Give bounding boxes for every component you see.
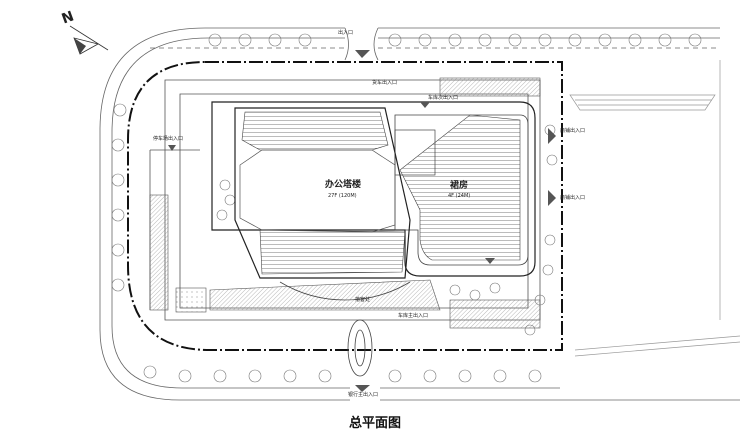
- adjacent-road: [569, 60, 741, 357]
- label-drop-off: 落客处: [355, 296, 370, 303]
- label-garage-main-entrance: 车库主出入口: [398, 312, 428, 319]
- plan-caption: 总平面图: [348, 416, 401, 431]
- label-entrance-left: 停车场出入口: [153, 135, 183, 142]
- label-bank-main-entrance: 银行主出入口: [348, 391, 378, 398]
- office-tower-detail: 27F (120M): [328, 193, 357, 199]
- office-tower: [234, 107, 411, 279]
- label-truck-entrance: 货车出入口: [372, 79, 397, 86]
- entrance-markers: [168, 50, 556, 392]
- drop-off-zone: [279, 281, 411, 377]
- label-shop-entrance-2: 商铺出入口: [560, 194, 585, 201]
- label-north-gate: 出入口: [338, 29, 353, 36]
- label-garage-sub-entrance: 车库次出入口: [428, 94, 458, 101]
- north-label: N: [60, 9, 76, 28]
- trees: [111, 33, 702, 383]
- podium-name: 裙房: [450, 179, 468, 191]
- road-lines: [99, 27, 740, 401]
- landscape-areas: [149, 77, 541, 329]
- podium-detail: 4F (24M): [448, 193, 470, 199]
- label-shop-entrance-1: 商铺出入口: [560, 127, 585, 134]
- office-tower-name: 办公塔楼: [325, 178, 361, 190]
- site-boundary: [127, 61, 563, 351]
- north-arrow: N: [60, 9, 109, 55]
